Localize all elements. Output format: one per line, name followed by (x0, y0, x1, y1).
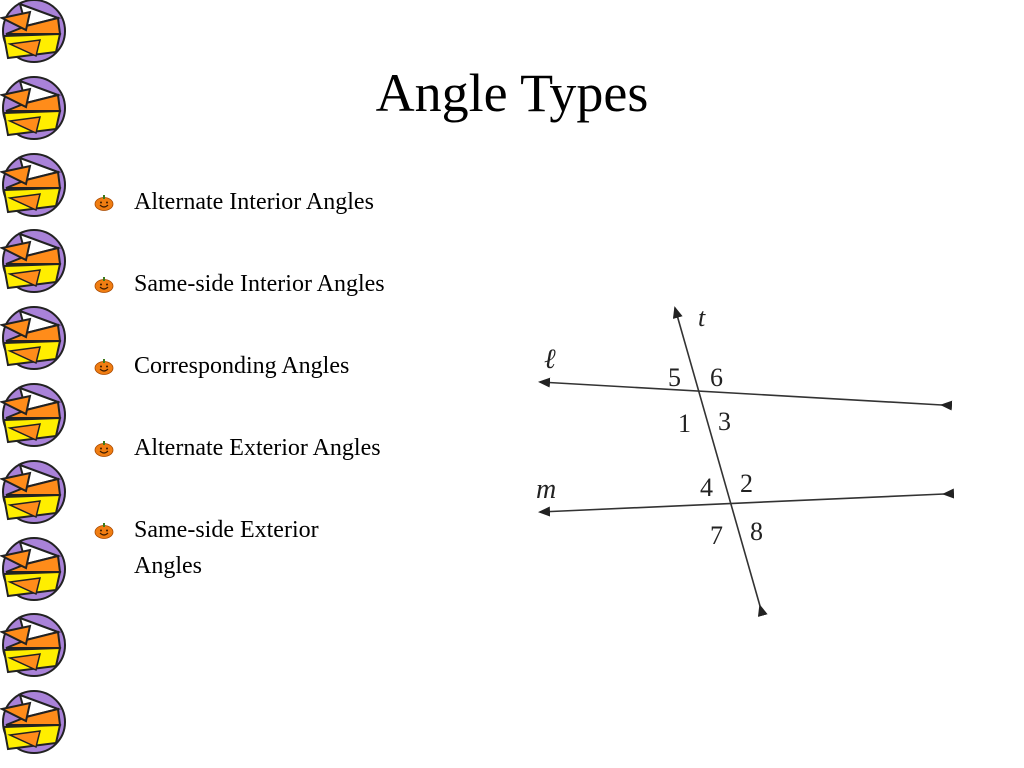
angle-label-7: 7 (710, 521, 723, 550)
bullet-item: Alternate Interior Angles (94, 184, 444, 220)
pumpkin-icon (94, 277, 114, 293)
candy-corn-icon (0, 613, 66, 678)
label-m: m (536, 474, 556, 505)
bullet-item: Same-side Interior Angles (94, 266, 444, 302)
bullet-list: Alternate Interior Angles Same-side Inte… (94, 184, 444, 630)
pumpkin-icon (94, 195, 114, 211)
candy-corn-icon (0, 536, 66, 601)
pumpkin-icon (94, 441, 114, 457)
candy-corn-icon (0, 75, 66, 140)
label-l: ℓ (544, 344, 556, 375)
pumpkin-icon (94, 359, 114, 375)
line-t (672, 306, 768, 617)
candy-corn-icon (0, 0, 66, 63)
bullet-item: Alternate Exterior Angles (94, 430, 444, 466)
candy-corn-border (0, 0, 72, 768)
candy-corn-icon (0, 306, 66, 371)
pumpkin-icon (94, 523, 114, 539)
bullet-label: Alternate Exterior Angles (134, 435, 381, 461)
candy-corn-icon (0, 229, 66, 294)
bullet-label: Corresponding Angles (134, 353, 350, 379)
angle-label-5: 5 (668, 363, 681, 392)
candy-corn-icon (0, 690, 66, 755)
angle-label-4: 4 (700, 473, 713, 502)
candy-corn-icon (0, 152, 66, 217)
line-l (538, 377, 953, 411)
angle-label-2: 2 (740, 469, 753, 498)
bullet-label: Alternate Interior Angles (134, 189, 374, 215)
angle-label-3: 3 (718, 407, 731, 436)
bullet-item: Corresponding Angles (94, 348, 444, 384)
candy-corn-icon (0, 383, 66, 447)
bullet-label: Same-side Interior Angles (134, 271, 385, 297)
angle-label-8: 8 (750, 517, 763, 546)
label-t: t (698, 303, 706, 332)
angle-label-6: 6 (710, 363, 723, 392)
bullet-item: Same-side Exterior Angles (94, 512, 364, 584)
candy-corn-icon (0, 459, 66, 524)
transversal-diagram: t ℓ m 5 6 1 3 4 2 7 8 (536, 303, 955, 617)
angle-label-1: 1 (678, 409, 691, 438)
slide-title: Angle Types (375, 63, 649, 123)
bullet-label: Same-side Exterior Angles (134, 517, 319, 579)
